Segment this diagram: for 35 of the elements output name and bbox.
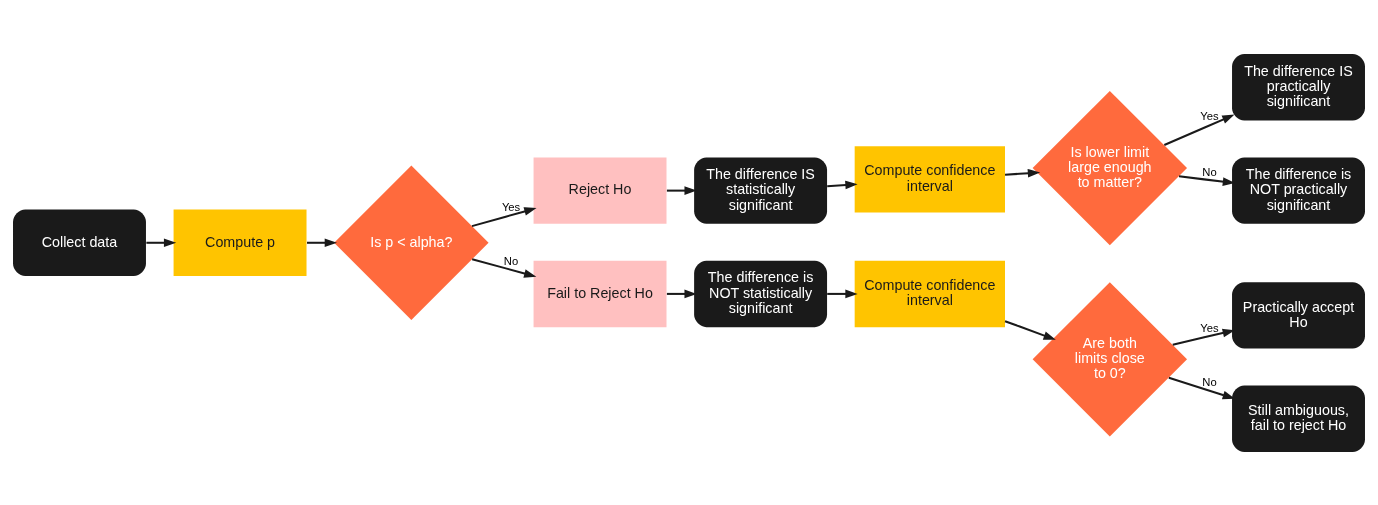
node-box: The difference IS statistically significant	[694, 156, 828, 224]
arrow	[827, 289, 858, 298]
node-box: Still ambiguous, fail to reject Ho	[1232, 384, 1365, 452]
node-box: Fail to Reject Ho	[533, 260, 667, 327]
edge-label: No	[1202, 375, 1217, 388]
node-diamond: Are both limits close to 0?	[1032, 281, 1188, 437]
arrow	[1178, 174, 1236, 186]
arrow	[471, 257, 537, 278]
arrow	[1004, 168, 1041, 178]
edge-label: No	[503, 254, 519, 267]
node-box: Practically accept Ho	[1232, 281, 1365, 349]
arrow	[666, 289, 697, 298]
node-box: Reject Ho	[533, 156, 667, 224]
node-box: Collect data	[13, 209, 146, 276]
arrow	[1168, 376, 1235, 399]
edge-label: Yes	[1200, 109, 1219, 122]
arrow	[1004, 319, 1056, 340]
node-box: Compute confidence interval	[854, 260, 1005, 327]
arrow	[471, 206, 537, 227]
node-box: The difference is NOT practically significant	[1232, 156, 1365, 224]
arrow	[146, 237, 177, 247]
node-diamond: Is lower limit large enough to matter?	[1032, 90, 1188, 245]
arrow	[1163, 114, 1235, 146]
edge-label: No	[1202, 165, 1217, 178]
node-box: The difference IS practically significant	[1232, 53, 1365, 121]
node-box: Compute p	[173, 209, 307, 276]
arrow	[666, 185, 697, 195]
arrow	[307, 237, 337, 247]
edge-label: Yes	[1200, 321, 1219, 334]
edge-label: Yes	[501, 200, 521, 213]
node-box: Compute confidence interval	[854, 145, 1005, 213]
arrow	[1172, 328, 1235, 346]
node-box: The difference is NOT statistically significant	[694, 260, 828, 327]
arrow	[827, 180, 858, 189]
node-diamond: Is p < alpha?	[334, 165, 489, 320]
